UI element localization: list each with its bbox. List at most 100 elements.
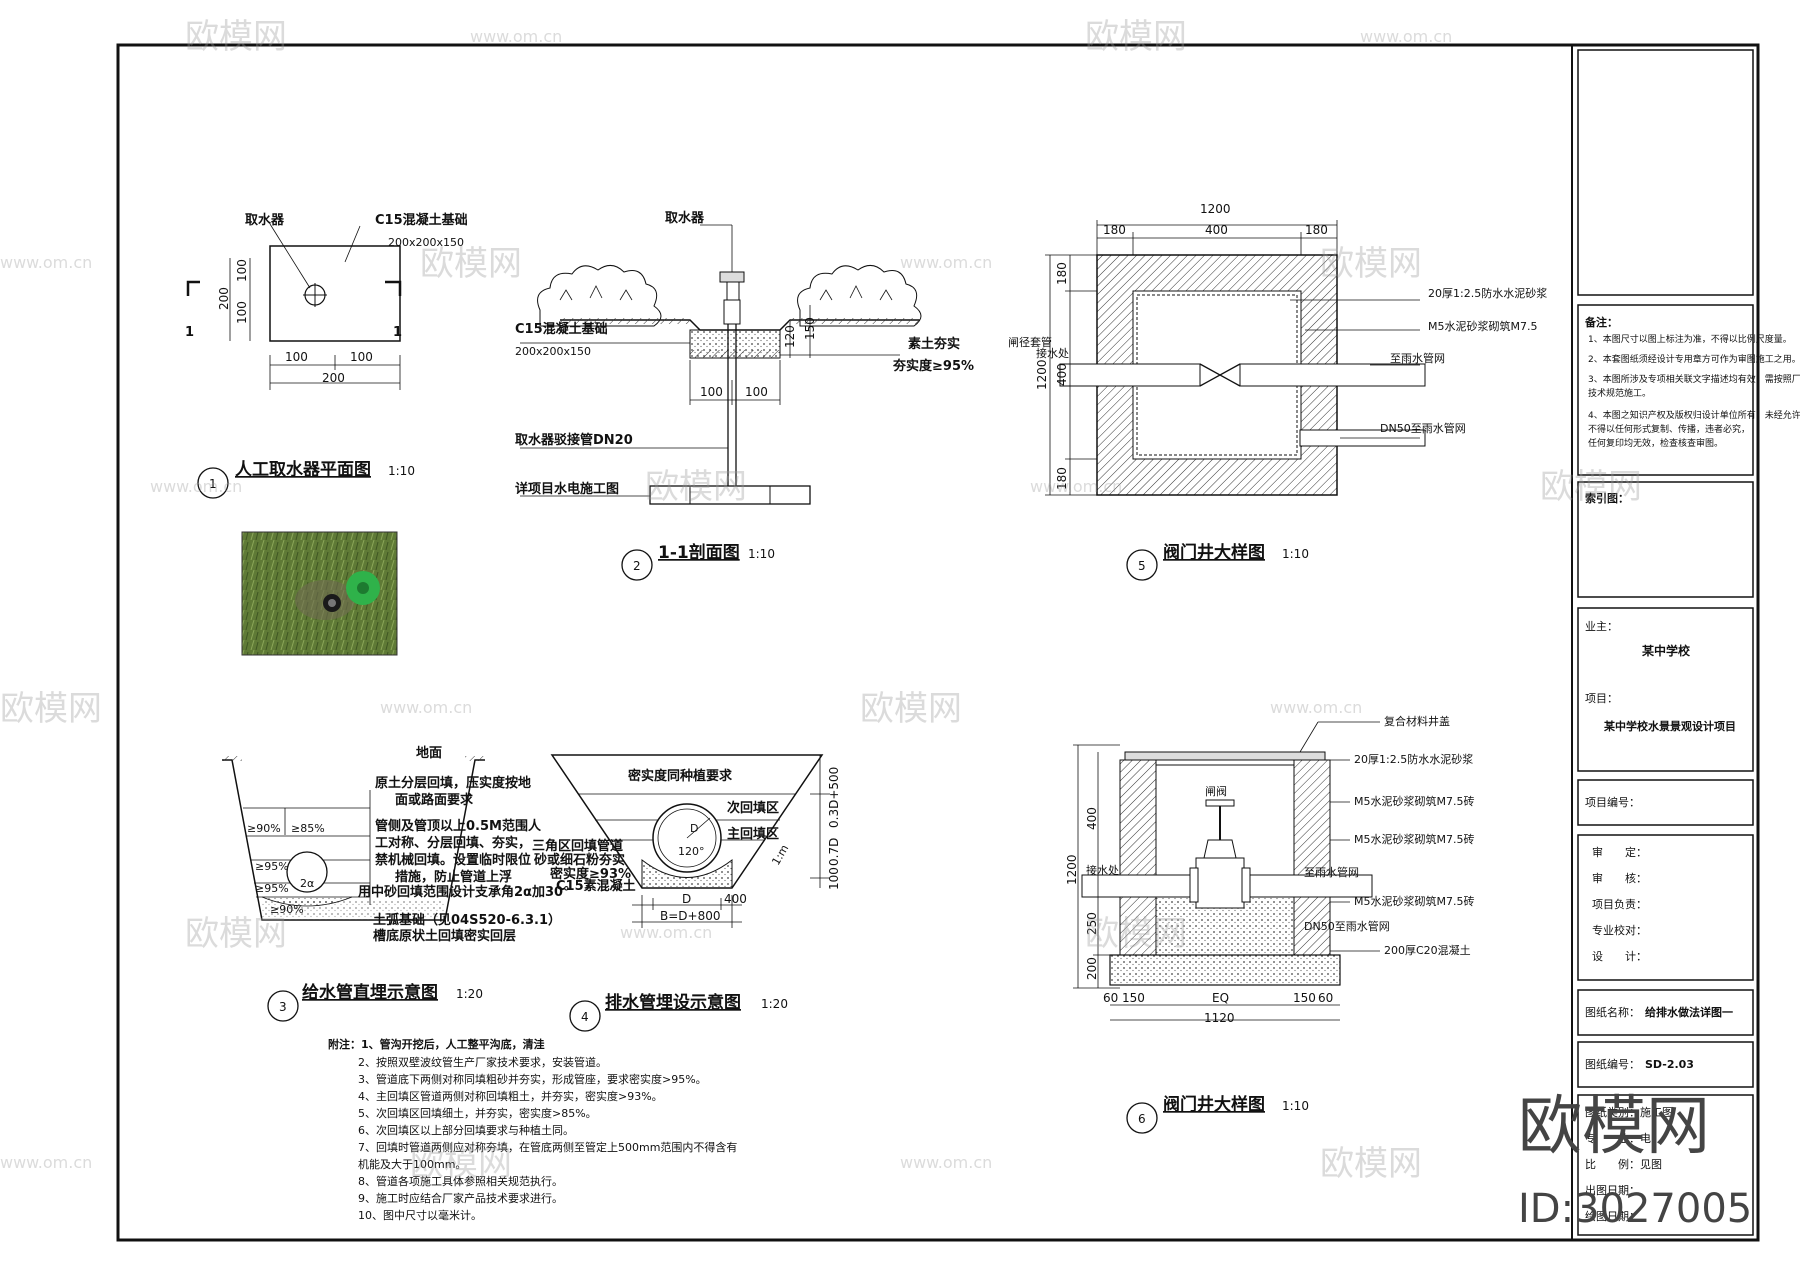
- v1-dim-v100a: 100: [235, 259, 249, 282]
- v3-p95a: ≥95%: [255, 860, 289, 873]
- v4-dim-h1: 0.3D+500: [827, 767, 841, 828]
- v4-tri-1: 三角区回填管道: [532, 838, 623, 854]
- v4-dim-h2: 0.7D: [827, 838, 841, 866]
- notes-line-9: 9、施工时应结合厂家产品技术要求进行。: [358, 1191, 563, 1205]
- view-6-valve-well-section: [1073, 721, 1380, 1021]
- tb-row-1: 图纸类别：施工图: [1585, 1105, 1673, 1119]
- v6-label-inlet: 接水处: [1086, 864, 1119, 877]
- tb-project-label: 项目：: [1585, 692, 1618, 705]
- v5-view-scale: 1:10: [1282, 547, 1309, 561]
- v4-dim-D: D: [682, 892, 691, 906]
- v4-zone1: 主回填区: [727, 826, 779, 842]
- notes-line-7: 机能及大于100mm。: [358, 1157, 466, 1171]
- wm-url-7: www.om.cn: [380, 698, 472, 717]
- wm-brand-9: 欧模网: [185, 914, 287, 954]
- v4-tri-2: 砂或细石粉夯实: [533, 852, 625, 868]
- v5-dim-w1200: 1200: [1200, 202, 1231, 216]
- view-5-valve-well-plan: [1045, 220, 1426, 496]
- v3-view-bubble: [267, 990, 299, 1022]
- v4-tri-3: 密实度≥93%: [549, 866, 631, 882]
- tb-note-1: 1、本图尺寸以图上标注为准，不得以比例尺度量。: [1588, 333, 1792, 345]
- wm-brand-3: 欧模网: [420, 244, 522, 284]
- hydrant-photo: [241, 531, 398, 656]
- v3-p85: ≥85%: [291, 822, 325, 835]
- v6-label-h: 200厚C20混凝土: [1384, 943, 1471, 957]
- v3-note-2: 面或路面要求: [395, 792, 474, 808]
- v6-dim-h400: 400: [1085, 807, 1099, 830]
- v3-ground: 地面: [416, 745, 442, 761]
- wm-url-3: www.om.cn: [0, 253, 92, 272]
- v1-base-size: 200x200x150: [388, 236, 464, 249]
- tb-owner: 某中学校: [1642, 643, 1691, 658]
- v1-section-right: 1: [393, 325, 402, 340]
- tb-design: 设 计：: [1592, 950, 1647, 963]
- notes-line-5: 6、次回填区以上部分回填要求与种植土同。: [358, 1123, 574, 1137]
- notes-line-10: 10、图中尺寸以毫米计。: [358, 1208, 482, 1222]
- v2-view-title: 1-1剖面图: [658, 542, 740, 563]
- v2-dim-100a: 100: [700, 385, 723, 399]
- v5-view-number: 5: [1138, 559, 1146, 573]
- wm-url-2: www.om.cn: [1360, 27, 1452, 46]
- v6-label-valve: 闸阀: [1205, 784, 1227, 798]
- v1-section-left: 1: [185, 325, 194, 340]
- wm-url-9: www.om.cn: [620, 923, 712, 942]
- v1-hydrant-label: 取水器: [245, 212, 285, 228]
- wm-url-1: www.om.cn: [470, 27, 562, 46]
- v5-dim-w180a: 180: [1103, 223, 1126, 237]
- wm-url-4: www.om.cn: [900, 253, 992, 272]
- v4-view-number: 4: [581, 1010, 589, 1024]
- tb-note-6: 不得以任何形式复制、传播，违者必究，: [1588, 423, 1750, 435]
- tb-note-7: 任何复印均无效，检查核查审图。: [1588, 437, 1723, 449]
- watermarks: 欧模网 www.om.cn 欧模网 www.om.cn 欧模网 www.om.c…: [0, 17, 1752, 1232]
- v4-view-scale: 1:20: [761, 997, 788, 1011]
- v3-note-6: 措施，防止管道上浮: [395, 869, 512, 885]
- v1-view-scale: 1:10: [388, 464, 415, 478]
- v3-note-8: 土弧基础（见04S520-6.3.1）: [373, 912, 561, 928]
- v6-label-e: 至雨水管网: [1304, 865, 1359, 879]
- wm-brand-5: 欧模网: [645, 467, 747, 507]
- v5-dim-h400: 400: [1055, 363, 1069, 386]
- view-1-plan: [186, 223, 402, 390]
- v6-label-g: DN50至雨水管网: [1304, 919, 1390, 933]
- tb-specialty: 专业校对：: [1592, 923, 1647, 937]
- v1-dim-h100b: 100: [350, 350, 373, 364]
- tb-drawing-no: SD-2.03: [1645, 1058, 1694, 1071]
- v3-alpha: 2α: [300, 877, 314, 890]
- v5-dim-h180b: 180: [1055, 467, 1069, 490]
- tb-owner-label: 业主：: [1585, 620, 1618, 633]
- v6-dim-b150b: 150: [1293, 991, 1316, 1005]
- v2-dim-120: 120: [783, 325, 797, 348]
- tb-drawing-no-label: 图纸编号：: [1585, 1057, 1640, 1071]
- v6-dim-h250: 250: [1085, 912, 1099, 935]
- notes-line-4: 5、次回填区回填细土，并夯实，密实度>85%。: [358, 1106, 597, 1120]
- v2-main-label: 详项目水电施工图: [515, 481, 619, 497]
- v5-view-bubble: [1126, 549, 1158, 581]
- v6-label-c: M5水泥砂浆砌筑M7.5砖: [1354, 794, 1474, 808]
- v5-dim-w400: 400: [1205, 223, 1228, 237]
- title-block-frame: [1571, 44, 1759, 1241]
- v4-slope: 1:m: [769, 842, 791, 867]
- tb-project-no: 项目编号：: [1585, 795, 1640, 809]
- tb-note-3: 3、本图所涉及专项相关联文字描述均有效，需按照厂家: [1588, 373, 1800, 385]
- tb-keyplan: 索引图：: [1585, 491, 1629, 505]
- v6-label-a: 复合材料井盖: [1384, 714, 1450, 728]
- v6-dim-b150a: 150: [1122, 991, 1145, 1005]
- v3-view-number: 3: [279, 1000, 287, 1014]
- v5-dim-w180b: 180: [1305, 223, 1328, 237]
- v3-note-7: 用中砂回填范围设计支承角2α加30°: [357, 884, 570, 900]
- v4-dim-h3: 100: [827, 867, 841, 890]
- wm-url-11: www.om.cn: [900, 1153, 992, 1172]
- v2-base-label: C15混凝土基础: [515, 321, 608, 337]
- wm-brand-1: 欧模网: [185, 17, 287, 57]
- v6-view-bubble: [1126, 1102, 1158, 1134]
- v4-view-bubble: [569, 1000, 601, 1032]
- tb-review: 审 核：: [1592, 871, 1647, 885]
- v1-dim-h200: 200: [322, 371, 345, 385]
- v2-view-number: 2: [633, 559, 641, 573]
- v1-dim-v100b: 100: [235, 301, 249, 324]
- notes-line-3: 4、主回填区管道两侧对称回填粗土，并夯实，密实度>93%。: [358, 1089, 663, 1103]
- v3-note-3: 管侧及管顶以上0.5M范围人: [375, 818, 542, 834]
- v4-zone2: 次回填区: [727, 800, 779, 816]
- v3-view-title: 给水管直埋示意图: [302, 982, 438, 1003]
